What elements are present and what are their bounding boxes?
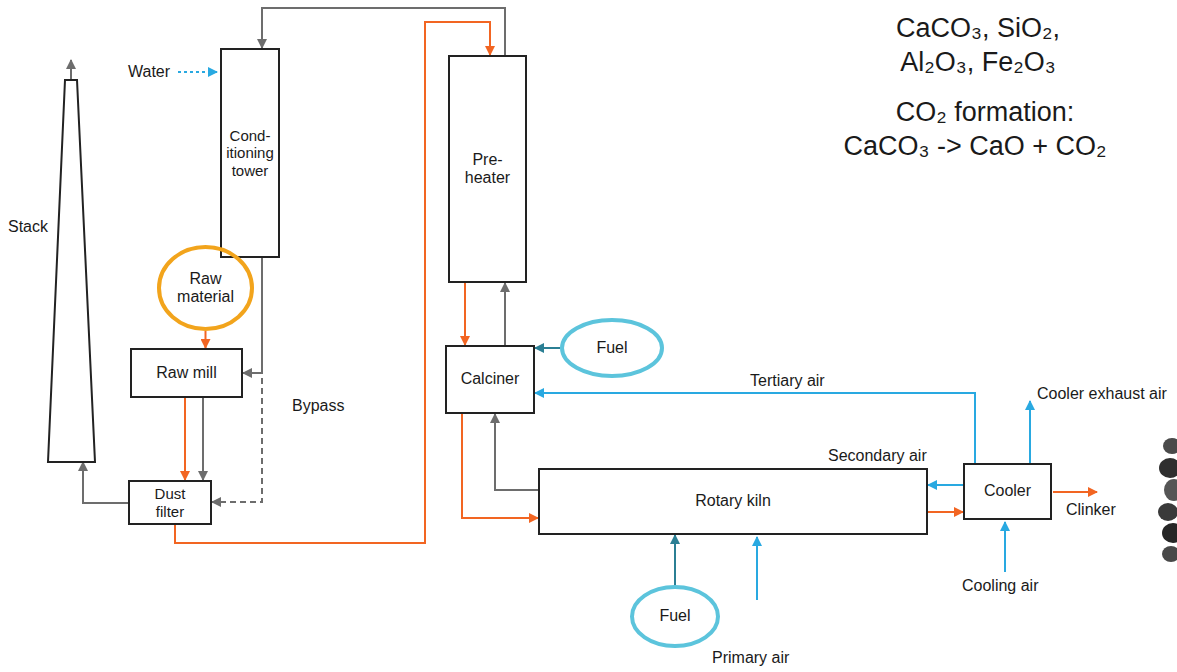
circle-outline (560, 318, 664, 378)
exhaust-air-arrow (1029, 401, 1031, 463)
flow-connector (535, 347, 560, 349)
flow-connector (928, 484, 963, 486)
input-label: Primary air (712, 648, 789, 667)
water-arrow (178, 71, 217, 73)
composition-note: CaCO₃, SiO₂, (896, 12, 1060, 44)
node-label: Calciner (461, 370, 520, 388)
fuel-circle: Fuel (630, 585, 720, 648)
clinker-arrow (1053, 491, 1097, 493)
flow-connector (504, 283, 506, 345)
node-label: Stack (8, 218, 48, 236)
text-block: Fuel (596, 339, 627, 357)
flow-connector (262, 8, 505, 55)
primary-air-arrow (756, 537, 758, 600)
highlight-ellipse (562, 320, 662, 376)
output-label: Clinker (1066, 500, 1116, 519)
text-block: Fuel (659, 607, 690, 625)
text-block: Stack (8, 218, 48, 236)
preheater-box: Pre- heater (448, 55, 527, 283)
text-block: Dust filter (155, 485, 186, 520)
conditioning-tower: Cond- itioning tower (220, 48, 280, 258)
connector-group (83, 8, 975, 585)
text-block: Raw material (177, 270, 234, 307)
flow-connector (83, 462, 128, 503)
flow-connector (202, 398, 204, 480)
process-box: Raw mill (130, 348, 243, 398)
stack-shape: Stack (5, 58, 100, 462)
fuel-circle: Fuel (560, 318, 664, 378)
circle-outline (630, 585, 720, 648)
text-block: Calciner (461, 370, 520, 388)
node-label: Raw material (177, 270, 234, 307)
highlight-ellipse (159, 247, 252, 329)
composition-note: Al₂O₃, Fe₂O₃ (900, 46, 1055, 78)
flow-label: Secondary air (826, 446, 929, 465)
process-box: Cooler (963, 463, 1052, 520)
clinker-lump (1159, 458, 1177, 478)
raw-material-circle: Raw material (157, 245, 254, 331)
flow-connector (928, 511, 963, 513)
clinker-lump (1164, 479, 1177, 501)
text-block: Cond- itioning tower (226, 127, 274, 179)
node-label: Fuel (596, 339, 627, 357)
process-box: Calciner (445, 345, 535, 414)
process-box: Dust filter (128, 480, 212, 525)
text-block: Raw mill (156, 364, 216, 382)
input-label: Water (128, 62, 170, 81)
node-label: Fuel (659, 607, 690, 625)
process-box: Rotary kiln (538, 468, 928, 535)
output-label: Cooler exhaust air (1037, 384, 1167, 403)
node-label: Pre- heater (465, 151, 510, 188)
flow-connector (535, 393, 975, 463)
highlight-ellipse (632, 587, 718, 646)
clinker-lump (1163, 438, 1177, 454)
node-label: Rotary kiln (695, 492, 771, 510)
text-block: Pre- heater (465, 151, 510, 188)
reaction-equation: CaCO₃ -> CaO + CO₂ (843, 130, 1106, 162)
flow-connector (462, 414, 538, 518)
stack-body (48, 80, 95, 462)
text-block: Rotary kiln (695, 492, 771, 510)
stack-exhaust-arrow (70, 60, 72, 80)
circle-outline (157, 245, 254, 331)
node-label: Dust filter (155, 485, 186, 520)
flow-connector (205, 331, 207, 348)
clinker-photo (1158, 438, 1177, 562)
flow-connector (495, 414, 538, 490)
flow-connector (464, 283, 466, 345)
flow-label: Bypass (290, 396, 346, 415)
clinker-lump (1162, 546, 1177, 562)
input-label: Cooling air (962, 576, 1038, 595)
flow-connector (674, 535, 676, 585)
reaction-note: CO₂ formation: (896, 96, 1075, 128)
node-label: Cooler (984, 482, 1031, 500)
flow-label: Tertiary air (748, 371, 827, 390)
node-label: Cond- itioning tower (226, 127, 274, 179)
flow-connector (243, 258, 262, 373)
clinker-lump (1158, 503, 1177, 521)
stack-outline (5, 58, 100, 462)
clinker-lump (1162, 523, 1177, 543)
node-label: Raw mill (156, 364, 216, 382)
flow-connector (212, 258, 262, 502)
flow-connector (175, 22, 490, 543)
text-block: Cooler (984, 482, 1031, 500)
cooling-air-arrow (1004, 522, 1006, 572)
flow-connector (184, 398, 186, 480)
